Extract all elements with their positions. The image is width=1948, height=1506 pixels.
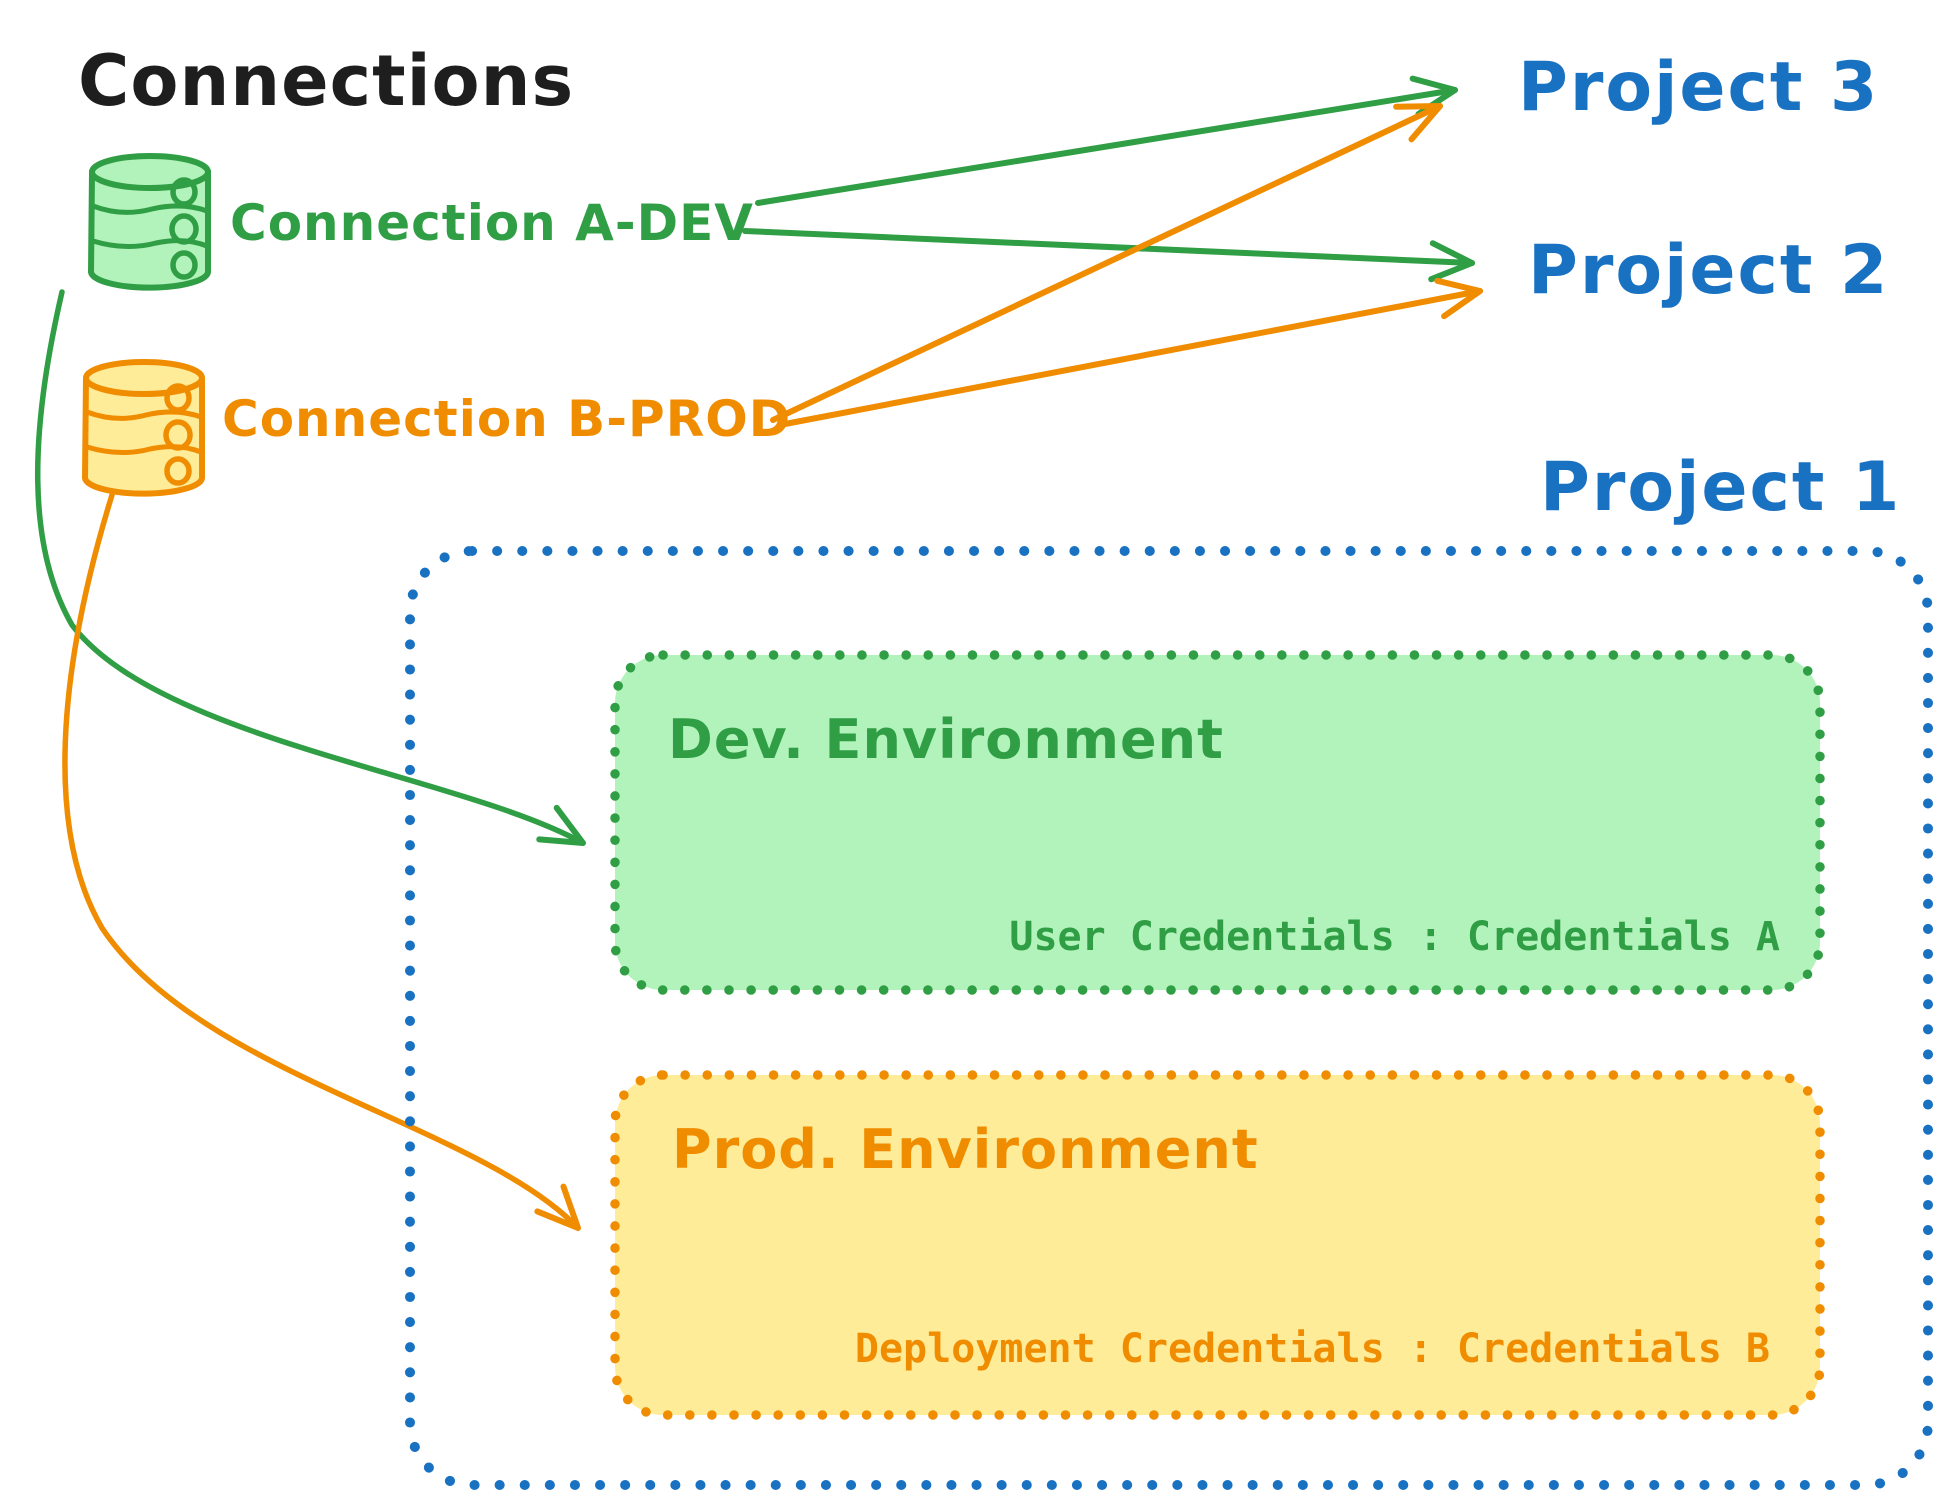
- dev-environment-box: [610, 650, 1825, 995]
- database-icon-dev: [88, 153, 211, 291]
- dev-environment-credentials: User Credentials : Credentials A: [1009, 914, 1780, 960]
- database-light-dot: [164, 383, 192, 413]
- database-outline: [88, 169, 211, 291]
- connection-a-dev-label: Connection A-DEV: [230, 194, 754, 252]
- arrow-b-prod-to-project-2: [782, 277, 1483, 427]
- dev-environment-title: Dev. Environment: [668, 708, 1224, 771]
- arrow-a-dev-to-dev-environment: [34, 289, 586, 846]
- database-light-dot: [169, 213, 199, 245]
- database-light-dot: [170, 177, 198, 207]
- database-separator: [84, 409, 204, 421]
- project-3-label: Project 3: [1518, 48, 1879, 127]
- project-2-label: Project 2: [1528, 231, 1889, 310]
- arrow-b-prod-to-project-3: [770, 103, 1443, 423]
- page-title: Connections: [78, 40, 574, 122]
- arrow-a-dev-to-project-2: [742, 228, 1475, 283]
- database-light-dot: [164, 456, 192, 486]
- prod-environment-credentials: Deployment Credentials : Credentials B: [855, 1326, 1770, 1372]
- database-outline: [82, 375, 205, 497]
- prod-environment-title: Prod. Environment: [672, 1118, 1259, 1181]
- database-light-dot: [163, 419, 193, 451]
- project-1-label: Project 1: [1540, 448, 1901, 527]
- project-1-boundary-box: [405, 546, 1933, 1490]
- arrow-b-prod-to-prod-environment: [62, 492, 581, 1231]
- database-light-dot: [170, 250, 198, 280]
- dev-environment: Dev. Environment User Credentials : Cred…: [610, 650, 1825, 995]
- connection-a-dev: Connection A-DEV: [88, 153, 754, 291]
- connection-b-prod-label: Connection B-PROD: [222, 390, 791, 448]
- arrow-a-dev-to-project-3: [755, 75, 1458, 206]
- database-icon-prod: [82, 359, 205, 497]
- prod-environment: Prod. Environment Deployment Credentials…: [610, 1070, 1825, 1420]
- prod-environment-box: [610, 1070, 1825, 1420]
- connection-b-prod: Connection B-PROD: [82, 359, 791, 497]
- database-separator: [90, 203, 210, 215]
